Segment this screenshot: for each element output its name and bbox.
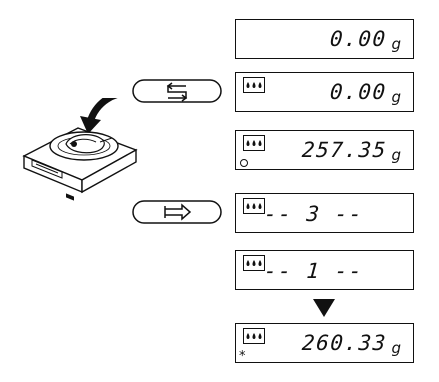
display-panel-4: -- 3 --: [235, 193, 414, 233]
curved-arrow: [86, 98, 119, 126]
weight-readout: 260.33: [301, 331, 388, 355]
count-readout: -- 3 --: [263, 202, 364, 226]
weight-readout: 0.00: [329, 27, 388, 51]
balance-illustration: [22, 98, 138, 201]
display-panel-6: 260.33 g *: [235, 323, 414, 363]
drops-icon: [243, 198, 265, 214]
unit-label: g: [391, 146, 401, 164]
function-key-button[interactable]: [132, 200, 222, 224]
sample-animal: [65, 134, 105, 154]
count-readout: -- 1 --: [263, 259, 364, 283]
unit-label: g: [391, 88, 401, 106]
drops-icon: [243, 77, 265, 93]
function-key-icon: [164, 203, 192, 221]
stability-indicator: [240, 159, 248, 167]
display-panel-1: 0.00 g: [235, 19, 414, 59]
calculated-indicator: *: [239, 349, 246, 364]
tare-key-button[interactable]: [132, 79, 222, 103]
drops-icon: [243, 328, 265, 344]
drops-icon: [243, 255, 265, 271]
unit-label: g: [391, 35, 401, 53]
curved-arrow-head: [80, 116, 101, 134]
display-panel-3: 257.35 g: [235, 130, 414, 170]
display-panel-2: 0.00 g: [235, 72, 414, 112]
weight-readout: 257.35: [301, 138, 388, 162]
tare-key-icon: [166, 82, 188, 102]
display-panel-5: -- 1 --: [235, 250, 414, 290]
unit-label: g: [391, 339, 401, 357]
drops-icon: [243, 135, 265, 151]
down-arrow-icon: [313, 299, 335, 317]
weight-readout: 0.00: [329, 80, 388, 104]
